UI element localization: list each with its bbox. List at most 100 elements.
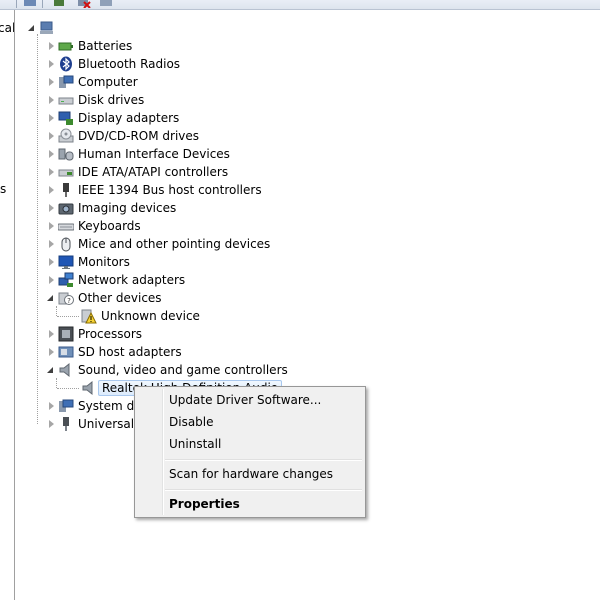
- expand-arrow-icon[interactable]: [46, 329, 56, 339]
- menu-item-uninstall[interactable]: Uninstall: [138, 434, 362, 454]
- tree-root[interactable]: [27, 19, 59, 37]
- menu-item-disable[interactable]: Disable: [138, 412, 362, 432]
- context-menu: Update Driver Software... Disable Uninst…: [134, 386, 366, 518]
- expand-arrow-icon[interactable]: [46, 185, 56, 195]
- menu-item-scan-for-hardware-changes[interactable]: Scan for hardware changes: [138, 464, 362, 484]
- tree-item-batteries[interactable]: Batteries: [46, 37, 132, 55]
- ide-controller-icon: [58, 164, 74, 180]
- expand-arrow-icon[interactable]: [46, 257, 56, 267]
- tree-connector: [37, 34, 38, 424]
- tree-item-sd-host-adapters[interactable]: SD host adapters: [46, 343, 182, 361]
- speaker-icon: [58, 362, 74, 378]
- monitor-icon: [58, 254, 74, 270]
- tree-item-label: IEEE 1394 Bus host controllers: [78, 183, 262, 197]
- bluetooth-icon: [58, 56, 74, 72]
- menu-item-properties[interactable]: Properties: [138, 494, 362, 514]
- tree-item-keyboards[interactable]: Keyboards: [46, 217, 141, 235]
- tree-item-label: Disk drives: [78, 93, 145, 107]
- tree-item-label: Batteries: [78, 39, 133, 53]
- expand-arrow-icon[interactable]: [46, 347, 56, 357]
- expand-arrow-icon[interactable]: [46, 131, 56, 141]
- expand-arrow-icon[interactable]: [46, 419, 56, 429]
- network-adapter-icon: [58, 272, 74, 288]
- disk-drive-icon: [58, 92, 74, 108]
- menu-item-label: Disable: [169, 415, 214, 429]
- tree-item-unknown-device[interactable]: Unknown device: [79, 307, 200, 325]
- camera-icon: [58, 200, 74, 216]
- hid-icon: [58, 146, 74, 162]
- sd-adapter-icon: [58, 344, 74, 360]
- tree-item-label: Bluetooth Radios: [78, 57, 181, 71]
- collapse-arrow-icon[interactable]: [46, 293, 56, 303]
- menu-separator: [165, 489, 362, 491]
- tree-connector: [56, 378, 57, 388]
- tree-item-disk-drives[interactable]: Disk drives: [46, 91, 144, 109]
- tree-item-sound-video-and-game-controllers[interactable]: Sound, video and game controllers: [46, 361, 288, 379]
- expand-arrow-icon[interactable]: [46, 41, 56, 51]
- toolbar-separator: [42, 0, 43, 8]
- left-pane-text: cal: [0, 21, 15, 35]
- tree-item-label: Human Interface Devices: [78, 147, 230, 161]
- menu-item-label: Properties: [169, 497, 240, 511]
- tree-item-other-devices[interactable]: ? Other devices: [46, 289, 162, 307]
- tree-item-label: Display adapters: [78, 111, 180, 125]
- expand-arrow-icon[interactable]: [46, 113, 56, 123]
- processor-icon: [58, 326, 74, 342]
- svg-text:?: ?: [67, 297, 71, 305]
- tree-item-mice-and-other-pointing-devices[interactable]: Mice and other pointing devices: [46, 235, 270, 253]
- tree-item-display-adapters[interactable]: Display adapters: [46, 109, 179, 127]
- dvd-drive-icon: [58, 128, 74, 144]
- system-devices-icon: [58, 398, 74, 414]
- tree-item-bluetooth-radios[interactable]: Bluetooth Radios: [46, 55, 180, 73]
- ieee1394-icon: [58, 182, 74, 198]
- disable-device-icon[interactable]: [98, 0, 114, 8]
- tree-item-computer[interactable]: Computer: [46, 73, 138, 91]
- tree-item-label: SD host adapters: [78, 345, 182, 359]
- expand-arrow-icon[interactable]: [46, 77, 56, 87]
- expand-arrow-icon[interactable]: [46, 239, 56, 249]
- expand-arrow-icon[interactable]: [46, 203, 56, 213]
- tree-item-network-adapters[interactable]: Network adapters: [46, 271, 185, 289]
- menu-item-update-driver-software[interactable]: Update Driver Software...: [138, 390, 362, 410]
- expand-arrow-icon[interactable]: [46, 275, 56, 285]
- expand-arrow-icon[interactable]: [27, 23, 37, 33]
- tree-item-human-interface-devices[interactable]: Human Interface Devices: [46, 145, 230, 163]
- computer-root-icon: [39, 20, 55, 36]
- tree-item-label: Other devices: [78, 291, 162, 305]
- tree-item-ide-ata-atapi-controllers[interactable]: IDE ATA/ATAPI controllers: [46, 163, 228, 181]
- collapse-arrow-icon[interactable]: [46, 365, 56, 375]
- computer-icon: [58, 74, 74, 90]
- tree-connector: [57, 316, 79, 317]
- tree-item-label: Network adapters: [78, 273, 186, 287]
- expand-arrow-icon[interactable]: [46, 221, 56, 231]
- tree-item-label: Computer: [78, 75, 138, 89]
- tree-connector: [56, 306, 57, 316]
- tree-item-processors[interactable]: Processors: [46, 325, 142, 343]
- other-devices-icon: ?: [58, 290, 74, 306]
- tree-item-ieee-1394-bus-host-controllers[interactable]: IEEE 1394 Bus host controllers: [46, 181, 262, 199]
- tree-item-label: IDE ATA/ATAPI controllers: [78, 165, 229, 179]
- usb-icon: [58, 416, 74, 432]
- battery-icon: [58, 38, 74, 54]
- menu-item-label: Uninstall: [169, 437, 222, 451]
- tree-item-label: Keyboards: [78, 219, 141, 233]
- tree-item-label: Processors: [78, 327, 143, 341]
- expand-arrow-icon[interactable]: [46, 167, 56, 177]
- scan-hardware-icon[interactable]: [22, 0, 38, 8]
- uninstall-icon[interactable]: [76, 0, 92, 9]
- tree-item-dvd-cd-rom-drives[interactable]: DVD/CD-ROM drives: [46, 127, 199, 145]
- left-pane-text: s: [0, 182, 7, 196]
- update-driver-icon[interactable]: [52, 0, 68, 8]
- expand-arrow-icon[interactable]: [46, 149, 56, 159]
- menu-item-label: Scan for hardware changes: [169, 467, 334, 481]
- tree-item-monitors[interactable]: Monitors: [46, 253, 130, 271]
- expand-arrow-icon[interactable]: [46, 401, 56, 411]
- toolbar: [0, 0, 600, 10]
- tree-item-label: Sound, video and game controllers: [78, 363, 288, 377]
- expand-arrow-icon[interactable]: [46, 95, 56, 105]
- expand-arrow-icon[interactable]: [46, 59, 56, 69]
- menu-separator: [165, 459, 362, 461]
- tree-item-label: DVD/CD-ROM drives: [78, 129, 200, 143]
- tree-connector: [57, 388, 79, 389]
- tree-item-imaging-devices[interactable]: Imaging devices: [46, 199, 176, 217]
